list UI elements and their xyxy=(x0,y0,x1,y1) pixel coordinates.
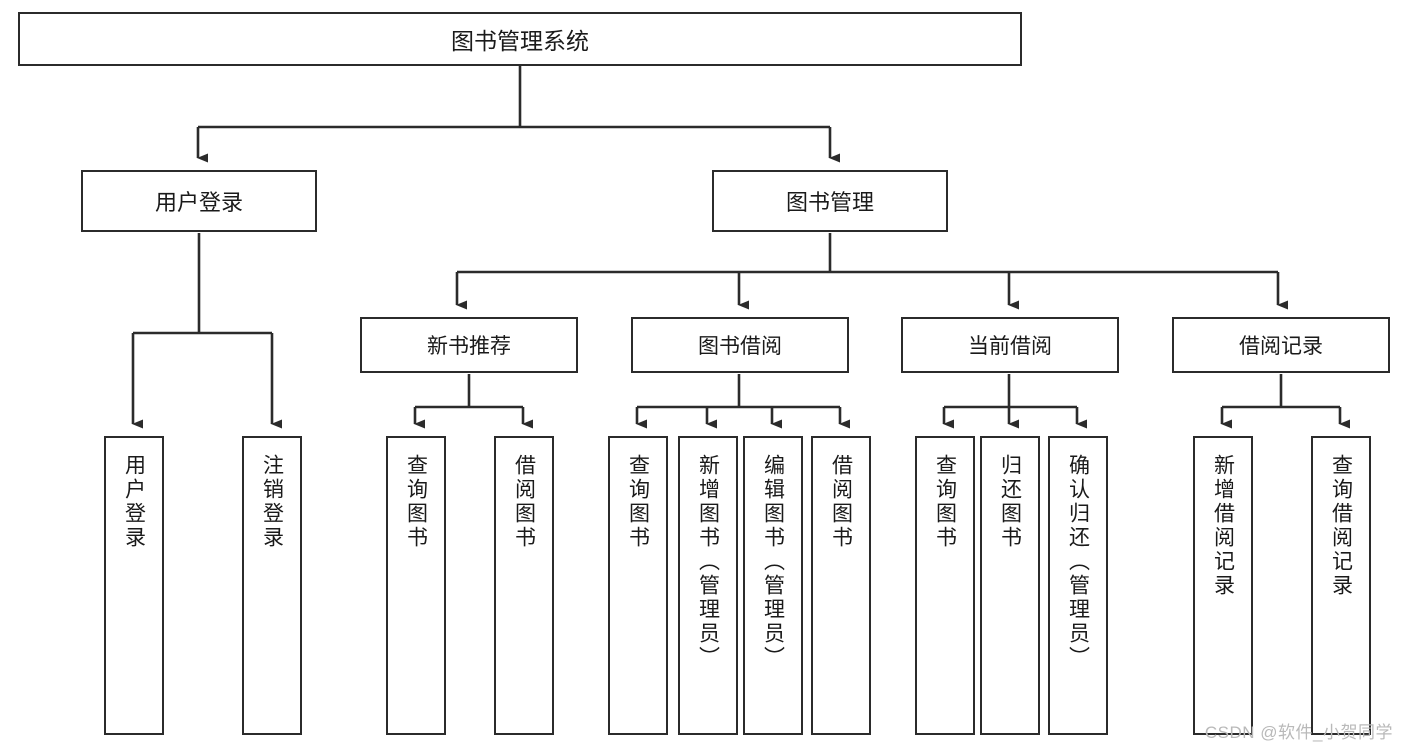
node-current-borrow[interactable]: 当前借阅 xyxy=(901,317,1119,373)
node-leaf-add-record-label: 新增借阅记录 xyxy=(1211,454,1235,598)
node-leaf-query-book-1-label: 查询图书 xyxy=(404,454,428,550)
node-leaf-query-book-1[interactable]: 查询图书 xyxy=(386,436,446,735)
node-book-borrow[interactable]: 图书借阅 xyxy=(631,317,849,373)
node-root[interactable]: 图书管理系统 xyxy=(18,12,1022,66)
node-new-book-recommend-label: 新书推荐 xyxy=(427,335,511,358)
node-book-management[interactable]: 图书管理 xyxy=(712,170,948,232)
node-borrow-record[interactable]: 借阅记录 xyxy=(1172,317,1390,373)
node-leaf-user-login-label: 用户登录 xyxy=(122,454,146,550)
csdn-watermark: CSDN @软件_小贺同学 xyxy=(1204,723,1393,742)
node-leaf-borrow-book-1-label: 借阅图书 xyxy=(512,454,536,550)
node-book-management-label: 图书管理 xyxy=(785,190,874,215)
node-leaf-query-book-2[interactable]: 查询图书 xyxy=(608,436,668,735)
node-leaf-logout-login[interactable]: 注销登录 xyxy=(242,436,302,735)
node-leaf-query-record[interactable]: 查询借阅记录 xyxy=(1311,436,1371,735)
node-leaf-return-book[interactable]: 归还图书 xyxy=(980,436,1040,735)
node-current-borrow-label: 当前借阅 xyxy=(968,335,1052,358)
node-leaf-confirm-return-label: 确认归还（管理员） xyxy=(1066,454,1090,670)
node-leaf-user-login[interactable]: 用户登录 xyxy=(104,436,164,735)
node-leaf-edit-book[interactable]: 编辑图书（管理员） xyxy=(743,436,803,735)
node-leaf-return-book-label: 归还图书 xyxy=(998,454,1022,550)
node-leaf-query-record-label: 查询借阅记录 xyxy=(1329,454,1353,598)
node-book-borrow-label: 图书借阅 xyxy=(698,335,782,358)
node-leaf-query-book-2-label: 查询图书 xyxy=(626,454,650,550)
node-leaf-query-book-3[interactable]: 查询图书 xyxy=(915,436,975,735)
node-leaf-add-record[interactable]: 新增借阅记录 xyxy=(1193,436,1253,735)
node-borrow-record-label: 借阅记录 xyxy=(1239,335,1323,358)
node-root-label: 图书管理系统 xyxy=(451,28,589,54)
node-leaf-borrow-book-2-label: 借阅图书 xyxy=(829,454,853,550)
node-leaf-add-book-label: 新增图书（管理员） xyxy=(696,454,720,670)
node-user-login-label: 用户登录 xyxy=(154,190,243,215)
node-leaf-logout-login-label: 注销登录 xyxy=(260,454,284,550)
node-leaf-add-book[interactable]: 新增图书（管理员） xyxy=(678,436,738,735)
node-leaf-borrow-book-2[interactable]: 借阅图书 xyxy=(811,436,871,735)
node-leaf-query-book-3-label: 查询图书 xyxy=(933,454,957,550)
node-leaf-confirm-return[interactable]: 确认归还（管理员） xyxy=(1048,436,1108,735)
node-new-book-recommend[interactable]: 新书推荐 xyxy=(360,317,578,373)
node-user-login[interactable]: 用户登录 xyxy=(81,170,317,232)
node-leaf-edit-book-label: 编辑图书（管理员） xyxy=(761,454,785,670)
node-leaf-borrow-book-1[interactable]: 借阅图书 xyxy=(494,436,554,735)
